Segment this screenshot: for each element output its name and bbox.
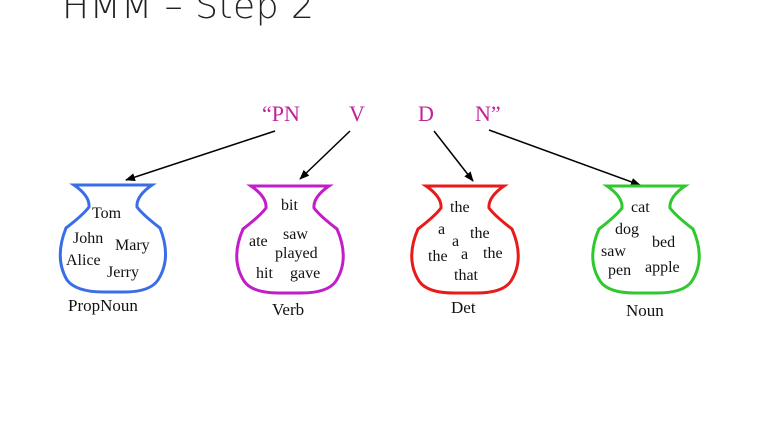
noun-word-cat: cat	[631, 199, 650, 216]
tag-n: N”	[475, 101, 501, 126]
tag-v: V	[349, 101, 365, 126]
verb-urn	[235, 184, 345, 295]
arrow-v-to-verb	[299, 130, 351, 180]
tag-pn: “PN	[262, 101, 300, 126]
slide-title: HMM – Step 2	[62, 0, 315, 27]
det-word-the-2: the	[470, 225, 490, 242]
propnoun-word-jerry: Jerry	[107, 264, 139, 281]
propnoun-word-alice: Alice	[66, 252, 101, 269]
noun-word-apple: apple	[645, 259, 680, 276]
det-word-a-2: a	[452, 233, 459, 250]
verb-word-ate: ate	[249, 233, 268, 250]
det-word-the-3: the	[428, 248, 448, 265]
noun-label: Noun	[626, 301, 664, 320]
det-label: Det	[451, 298, 476, 317]
noun-word-bed: bed	[652, 234, 675, 251]
arrow-d-to-det	[433, 130, 474, 182]
noun-word-pen: pen	[608, 262, 631, 279]
propnoun-label: PropNoun	[68, 296, 138, 315]
det-word-the-4: the	[483, 245, 503, 262]
verb-label: Verb	[272, 300, 304, 319]
det-urn	[410, 184, 520, 295]
verb-word-played: played	[275, 245, 318, 262]
det-word-that: that	[454, 267, 479, 284]
verb-word-bit: bit	[281, 197, 298, 214]
tag-d: D	[418, 101, 434, 126]
verb-word-hit: hit	[256, 265, 273, 282]
det-word-a-3: a	[461, 246, 468, 263]
noun-urn	[591, 184, 701, 295]
arrow-n-to-noun	[488, 129, 641, 186]
noun-word-saw: saw	[601, 243, 626, 260]
arrow-pn-to-propnoun	[125, 130, 276, 181]
verb-word-gave: gave	[290, 265, 320, 282]
det-word-the-1: the	[450, 199, 470, 216]
verb-word-saw: saw	[283, 226, 308, 243]
propnoun-word-tom: Tom	[92, 205, 122, 222]
propnoun-word-mary: Mary	[115, 237, 150, 254]
noun-word-dog: dog	[615, 221, 639, 238]
det-word-a-1: a	[438, 221, 445, 238]
propnoun-word-john: John	[73, 230, 103, 247]
propnoun-urn	[58, 183, 167, 294]
